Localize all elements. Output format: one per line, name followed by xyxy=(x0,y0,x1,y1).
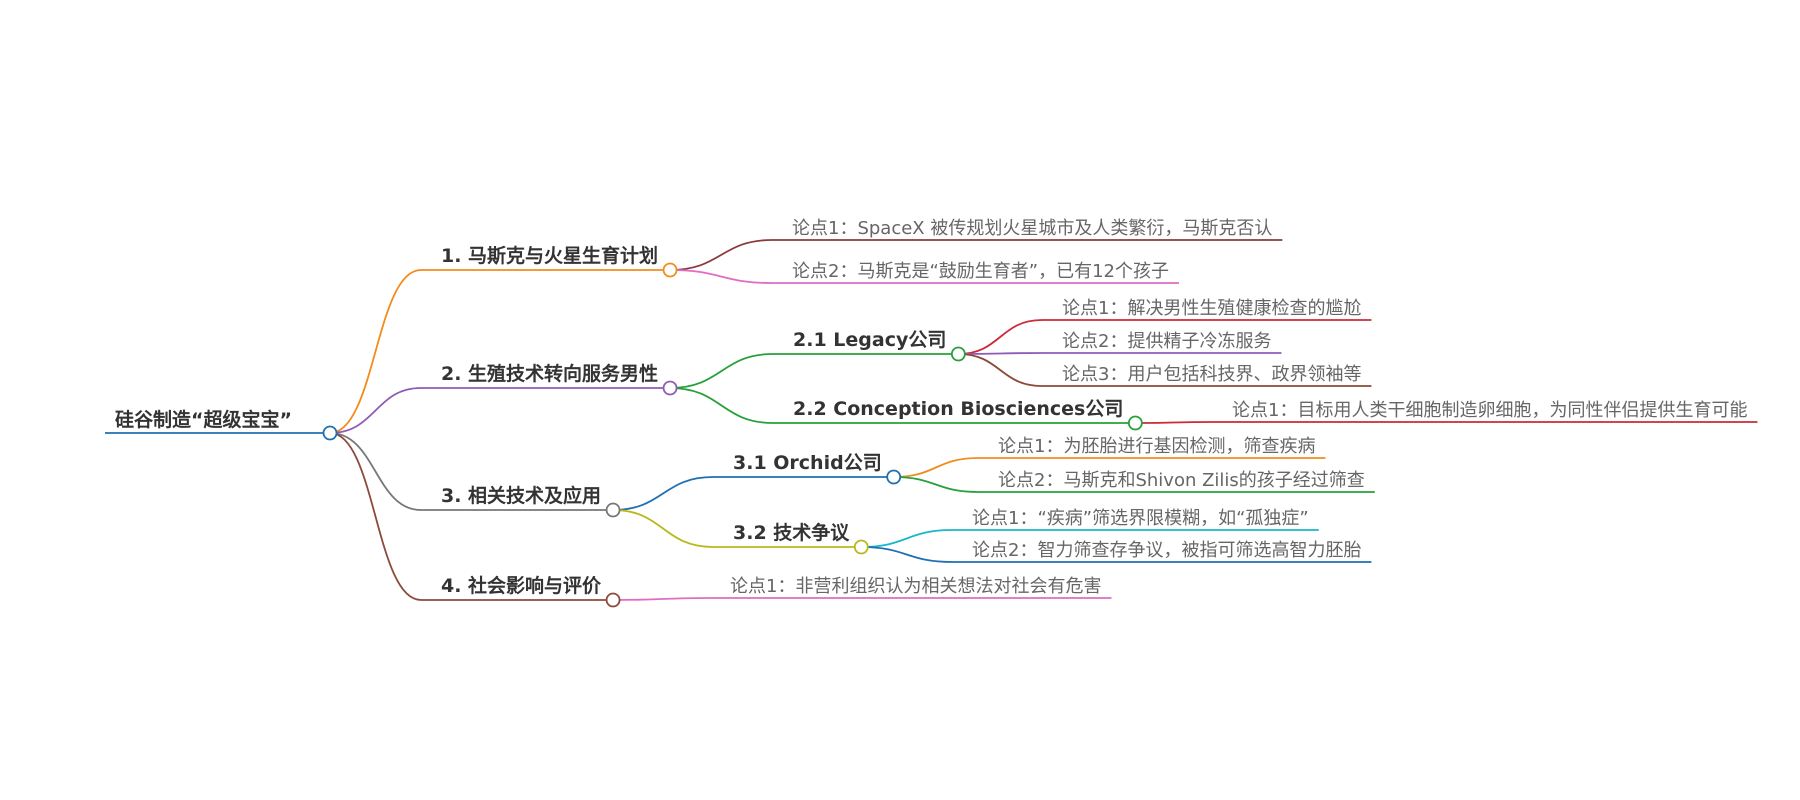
edge-sub-3-2-to-point-1 xyxy=(861,529,953,548)
topic-3-sub-2-label: 3.2 技术争议 xyxy=(733,521,850,544)
mindmap-underlines xyxy=(105,239,1758,601)
edge-sub-2-2-to-point-1 xyxy=(1135,421,1213,424)
edge-sub-3-1-to-point-1 xyxy=(893,457,979,478)
topic-1-point-1-label: 论点1：SpaceX 被传规划火星城市及人类繁衍，马斯克否认 xyxy=(792,218,1272,239)
edge-sub-2-1-to-point-3 xyxy=(958,353,1043,387)
topic-3-sub-1-circle[interactable] xyxy=(886,469,902,485)
topic-2-circle[interactable] xyxy=(662,380,678,396)
topic-2-sub-2-circle[interactable] xyxy=(1127,415,1143,431)
topic-4-label: 4. 社会影响与评价 xyxy=(441,574,602,597)
edge-sub-2-1-to-point-2 xyxy=(958,352,1043,355)
topic-3-sub-1-point-2-label: 论点2：马斯克和Shivon Zilis的孩子经过筛查 xyxy=(998,470,1365,491)
topic-4-point-1-label: 论点1：非营利组织认为相关想法对社会有危害 xyxy=(730,576,1101,597)
topic-1-circle[interactable] xyxy=(662,262,678,278)
edge-sub-2-1-to-point-1 xyxy=(958,319,1043,355)
mindmap-node-circles xyxy=(322,262,1143,608)
mindmap-labels: 硅谷制造“超级宝宝” 1. 马斯克与火星生育计划 论点1：SpaceX 被传规划火星… xyxy=(115,218,1747,597)
topic-1-point-2-label: 论点2：马斯克是“鼓励生育者”，已有12个孩子 xyxy=(792,261,1169,282)
mindmap-edges xyxy=(329,239,1213,601)
edge-root-to-topic-4 xyxy=(329,432,422,601)
topic-2-sub-1-point-2-label: 论点2：提供精子冷冻服务 xyxy=(1062,331,1271,352)
edge-topic-1-to-point-1 xyxy=(670,239,773,271)
topic-3-label: 3. 相关技术及应用 xyxy=(441,484,601,507)
topic-2-sub-1-circle[interactable] xyxy=(950,346,966,362)
edge-topic-3-to-sub-2 xyxy=(613,509,714,548)
topic-2-sub-1-point-1-label: 论点1：解决男性生殖健康检查的尴尬 xyxy=(1062,297,1361,319)
topic-4-circle[interactable] xyxy=(605,592,621,608)
topic-3-sub-2-circle[interactable] xyxy=(853,539,869,555)
root-node-label: 硅谷制造“超级宝宝” xyxy=(115,408,292,431)
edge-root-to-topic-1 xyxy=(329,269,422,434)
topic-2-sub-1-point-3-label: 论点3：用户包括科技界、政界领袖等 xyxy=(1062,364,1361,385)
topic-2-sub-2-label: 2.2 Conception Biosciences公司 xyxy=(793,398,1123,420)
edge-sub-3-2-to-point-2 xyxy=(861,546,953,563)
edge-root-to-topic-2 xyxy=(329,387,422,434)
topic-2-label: 2. 生殖技术转向服务男性 xyxy=(441,362,658,385)
edge-root-to-topic-3 xyxy=(329,432,422,511)
edge-sub-3-1-to-point-2 xyxy=(893,476,979,493)
edge-topic-4-to-point-1 xyxy=(613,597,711,601)
topic-2-sub-2-point-1-label: 论点1：目标用人类干细胞制造卵细胞，为同性伴侣提供生育可能 xyxy=(1232,400,1747,421)
topic-3-sub-2-point-1-label: 论点1：“疾病”筛选界限模糊，如“孤独症” xyxy=(972,508,1309,529)
topic-3-circle[interactable] xyxy=(605,502,621,518)
edge-topic-3-to-sub-1 xyxy=(613,476,714,511)
edge-topic-1-to-point-2 xyxy=(670,269,773,284)
edge-topic-2-to-sub-2 xyxy=(670,387,774,424)
topic-1-label: 1. 马斯克与火星生育计划 xyxy=(441,244,658,267)
root-node-circle[interactable] xyxy=(322,425,338,441)
topic-2-sub-1-label: 2.1 Legacy公司 xyxy=(793,329,946,351)
topic-3-sub-2-point-2-label: 论点2：智力筛查存争议，被指可筛选高智力胚胎 xyxy=(972,540,1361,561)
topic-3-sub-1-point-1-label: 论点1：为胚胎进行基因检测，筛查疾病 xyxy=(998,436,1315,457)
topic-3-sub-1-label: 3.1 Orchid公司 xyxy=(733,452,882,474)
edge-topic-2-to-sub-1 xyxy=(670,353,774,389)
